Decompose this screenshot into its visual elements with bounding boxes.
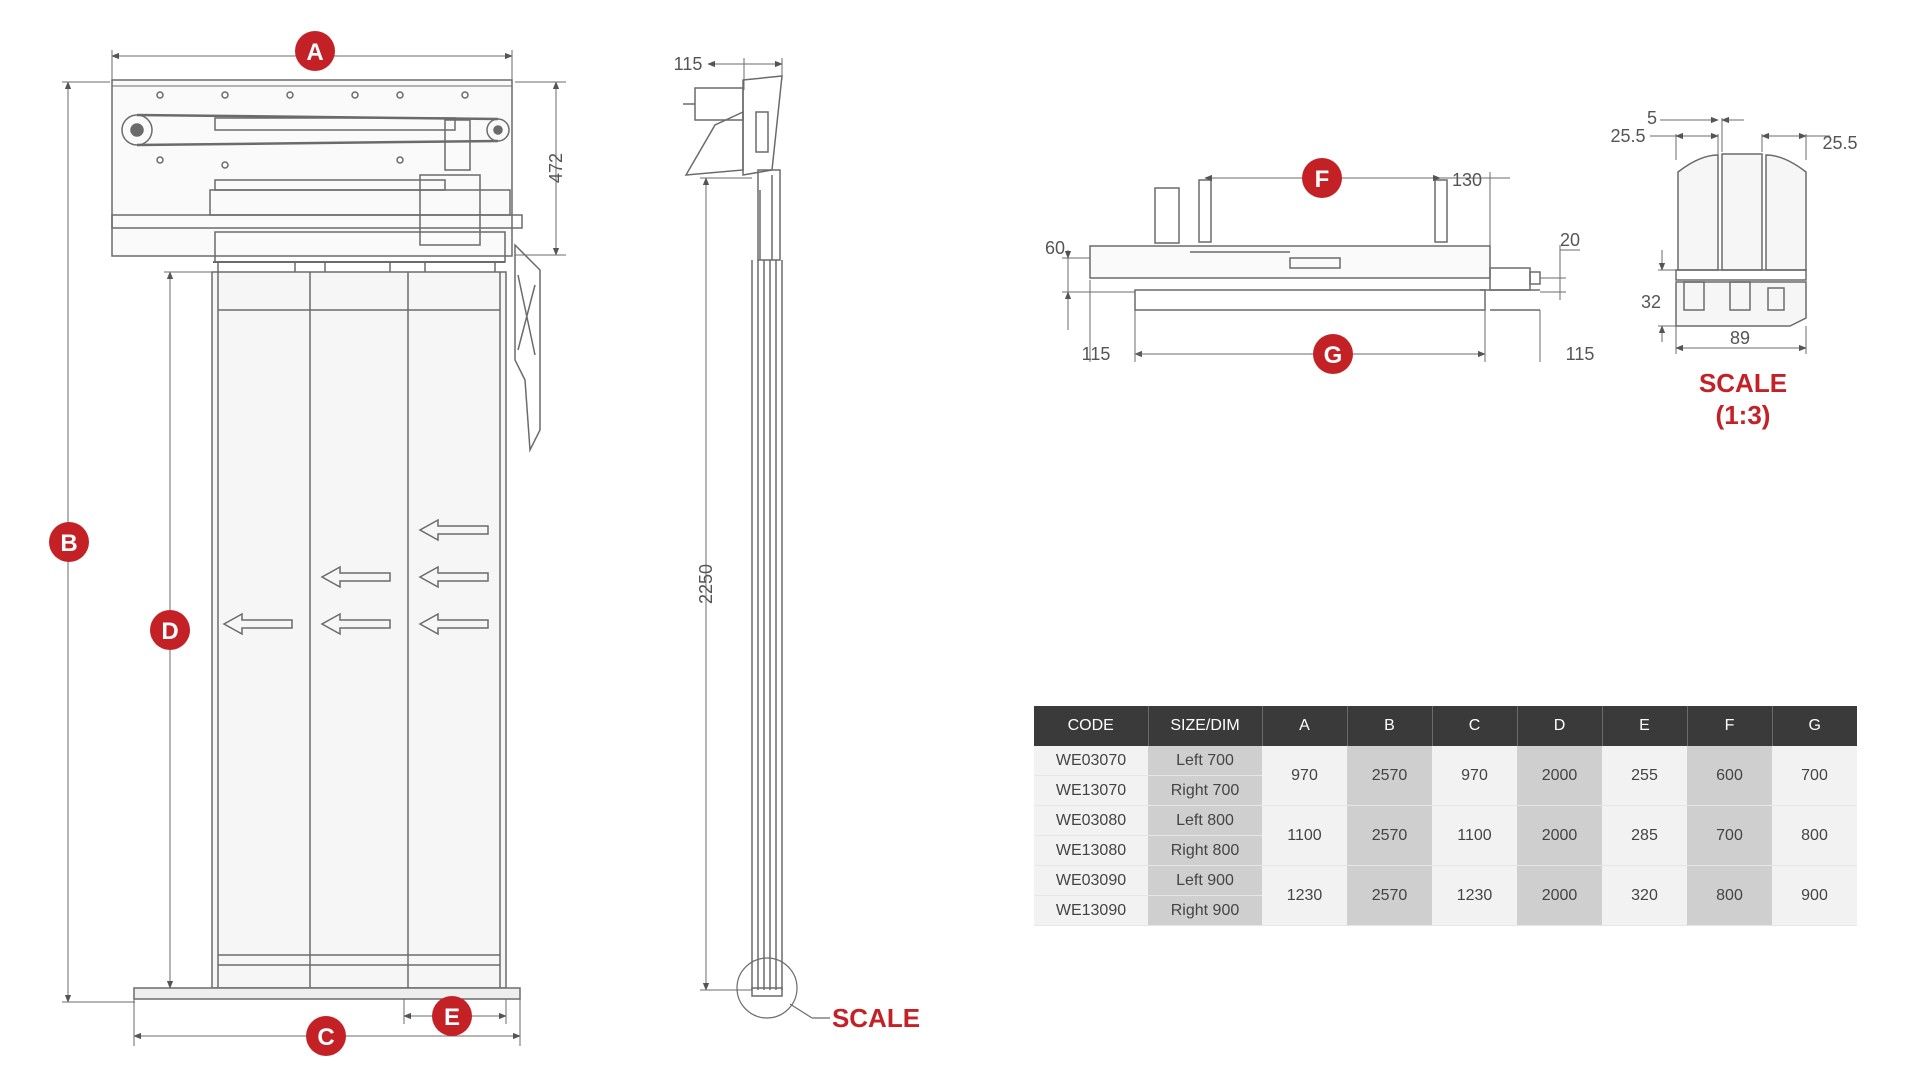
cell-c: 1230: [1432, 865, 1517, 926]
table-row: WE13090 Right 900: [1034, 895, 1857, 926]
header-c: C: [1431, 706, 1517, 746]
cell-f: 800: [1687, 865, 1772, 926]
cell-d: 2000: [1517, 865, 1602, 926]
table-row: WE13080 Right 800: [1034, 835, 1857, 866]
svg-text:D: D: [161, 618, 178, 645]
header-g: G: [1771, 706, 1857, 746]
scale-label: SCALE: [832, 1003, 920, 1033]
side-view: [683, 58, 830, 1019]
cell-b: 2570: [1347, 746, 1432, 806]
scale-note-line1: SCALE: [1699, 368, 1787, 398]
cell-size: Left 900: [1148, 865, 1262, 896]
cell-size: Right 700: [1148, 775, 1262, 806]
cell-size: Right 800: [1148, 835, 1262, 866]
header-a: A: [1261, 706, 1347, 746]
header-b: B: [1346, 706, 1432, 746]
table-row: WE03080 Left 800 1100 2570 1100 2000 285…: [1034, 805, 1857, 866]
height-472-label: 472: [546, 153, 566, 183]
cell-g: 700: [1772, 746, 1857, 806]
svg-text:E: E: [444, 1004, 460, 1031]
header-code: CODE: [1034, 706, 1148, 746]
cell-d: 2000: [1517, 746, 1602, 806]
cell-b: 2570: [1347, 805, 1432, 866]
sill-top-60-label: 60: [1045, 238, 1065, 258]
cell-size: Right 900: [1148, 895, 1262, 926]
cell-code: WE03080: [1034, 805, 1148, 836]
scale-note-line2: (1:3): [1716, 400, 1771, 430]
cell-size: Left 800: [1148, 805, 1262, 836]
profile-32-label: 32: [1641, 292, 1661, 312]
svg-text:A: A: [306, 39, 323, 66]
table-row: WE03090 Left 900 1230 2570 1230 2000 320…: [1034, 865, 1857, 926]
top-view: [1062, 172, 1580, 362]
dimension-table: CODE SIZE/DIM A B C D E F G WE03070 Left…: [1034, 706, 1857, 926]
svg-text:B: B: [60, 530, 77, 557]
badge-c: C: [306, 1016, 346, 1056]
cell-code: WE03070: [1034, 746, 1148, 776]
table-row: WE13070 Right 700: [1034, 775, 1857, 806]
svg-text:G: G: [1324, 342, 1343, 369]
badge-f: F: [1302, 158, 1342, 198]
cell-a: 970: [1262, 746, 1347, 806]
sill-130-label: 130: [1452, 170, 1482, 190]
side-top-115-label: 115: [674, 54, 703, 74]
header-f: F: [1686, 706, 1772, 746]
cell-g: 900: [1772, 865, 1857, 926]
cell-c: 1100: [1432, 805, 1517, 866]
badge-d: D: [150, 610, 190, 650]
front-view: [62, 50, 566, 1046]
cell-a: 1100: [1262, 805, 1347, 866]
profile-left-25-5-label: 25.5: [1610, 126, 1645, 146]
cell-code: WE03090: [1034, 865, 1148, 896]
cell-code: WE13090: [1034, 895, 1148, 926]
cell-e: 320: [1602, 865, 1687, 926]
cell-g: 800: [1772, 805, 1857, 866]
profile-5-label: 5: [1647, 108, 1657, 128]
badge-b: B: [49, 522, 89, 562]
cell-e: 255: [1602, 746, 1687, 806]
profile-right-25-5-label: 25.5: [1822, 133, 1857, 153]
svg-text:C: C: [317, 1024, 334, 1051]
badge-e: E: [432, 996, 472, 1036]
profile-view: [1650, 116, 1830, 354]
header-size: SIZE/DIM: [1147, 706, 1262, 746]
sill-20-label: 20: [1560, 230, 1580, 250]
cell-e: 285: [1602, 805, 1687, 866]
cell-b: 2570: [1347, 865, 1432, 926]
cell-code: WE13070: [1034, 775, 1148, 806]
table-header-row: CODE SIZE/DIM A B C D E F G: [1034, 706, 1857, 746]
header-e: E: [1601, 706, 1687, 746]
svg-text:F: F: [1315, 166, 1330, 193]
door-height-2250-label: 2250: [696, 564, 716, 604]
cell-code: WE13080: [1034, 835, 1148, 866]
badge-a: A: [295, 31, 335, 71]
cell-c: 970: [1432, 746, 1517, 806]
sill-right-115-label: 115: [1566, 344, 1595, 364]
cell-f: 600: [1687, 746, 1772, 806]
table-row: WE03070 Left 700 970 2570 970 2000 255 6…: [1034, 746, 1857, 806]
cell-size: Left 700: [1148, 746, 1262, 776]
profile-89-label: 89: [1730, 328, 1750, 348]
sill-left-115-label: 115: [1082, 344, 1111, 364]
cell-a: 1230: [1262, 865, 1347, 926]
cell-d: 2000: [1517, 805, 1602, 866]
cell-f: 700: [1687, 805, 1772, 866]
badge-g: G: [1313, 334, 1353, 374]
header-d: D: [1516, 706, 1602, 746]
